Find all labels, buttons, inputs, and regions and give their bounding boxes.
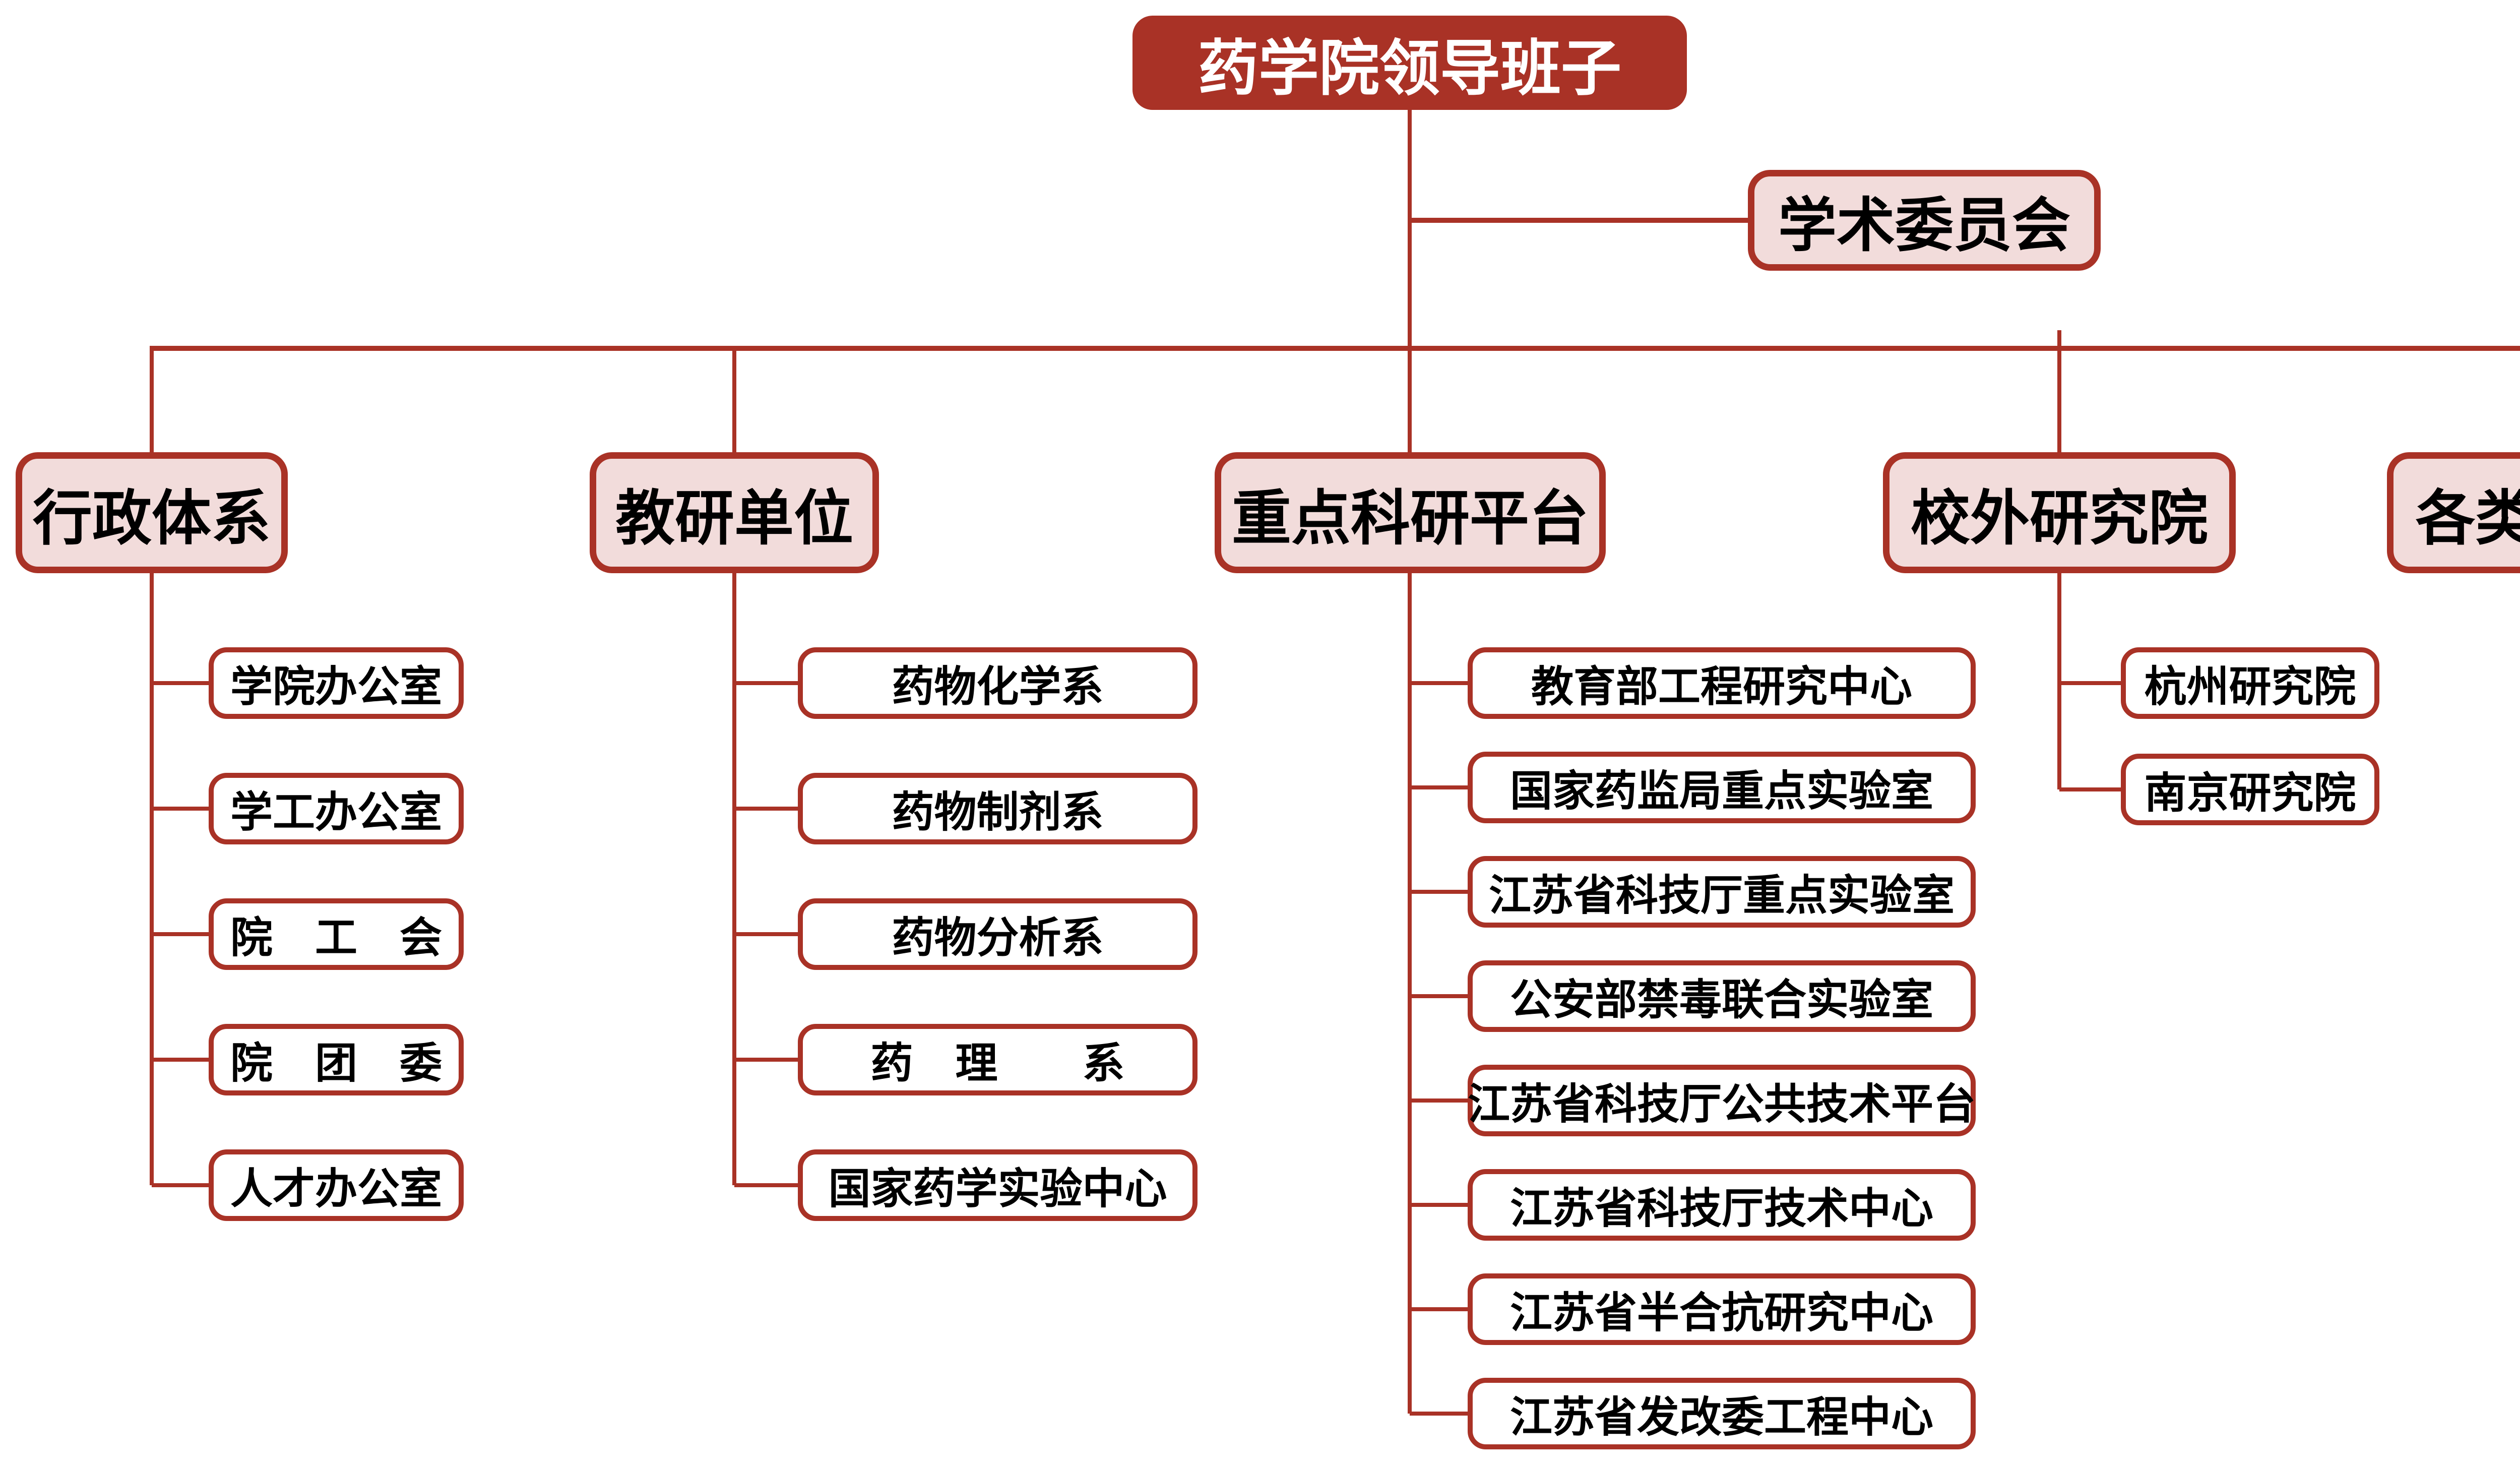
org-child-node: 人才办公室	[209, 1149, 464, 1221]
org-child-node: 南京研究院	[2121, 754, 2379, 825]
connector-col3-children	[1408, 573, 1468, 1416]
branch-header-administration: 行政体系	[16, 452, 288, 573]
academic-committee-box: 学术委员会	[1748, 170, 2101, 271]
org-child-node: 国家药监局重点实验室	[1468, 752, 1976, 823]
org-child-node: 江苏省科技厅重点实验室	[1468, 856, 1976, 928]
org-child-node: 教育部工程研究中心	[1468, 647, 1976, 719]
org-child-node: 药 理 系	[798, 1024, 1198, 1095]
org-child-node: 公安部禁毒联合实验室	[1468, 960, 1976, 1032]
root-box: 药学院领导班子	[1132, 16, 1687, 110]
branch-header-key-research-platforms: 重点科研平台	[1215, 452, 1606, 573]
org-child-node: 江苏省科技厅技术中心	[1468, 1169, 1976, 1241]
branch-header-external-institutes: 校外研究院	[1883, 452, 2236, 573]
branch-header-committees: 各类委员会	[2387, 452, 2520, 573]
org-child-node: 药物分析系	[798, 898, 1198, 970]
connector-col1-children	[150, 573, 209, 1187]
org-child-node: 院 工 会	[209, 898, 464, 970]
org-child-node: 学院办公室	[209, 647, 464, 719]
org-child-node: 药物制剂系	[798, 773, 1198, 844]
org-child-node: 江苏省科技厅公共技术平台	[1468, 1065, 1976, 1136]
org-child-node: 院 团 委	[209, 1024, 464, 1095]
connector-col4-children	[2057, 573, 2121, 791]
connector-col2-children	[732, 573, 798, 1187]
org-child-node: 杭州研究院	[2121, 647, 2379, 719]
org-child-node: 国家药学实验中心	[798, 1149, 1198, 1221]
org-child-node: 学工办公室	[209, 773, 464, 844]
org-child-node: 江苏省发改委工程中心	[1468, 1378, 1976, 1449]
org-child-node: 药物化学系	[798, 647, 1198, 719]
org-child-node: 江苏省半合抗研究中心	[1468, 1273, 1976, 1345]
branch-header-teaching-research: 教研单位	[590, 452, 879, 573]
